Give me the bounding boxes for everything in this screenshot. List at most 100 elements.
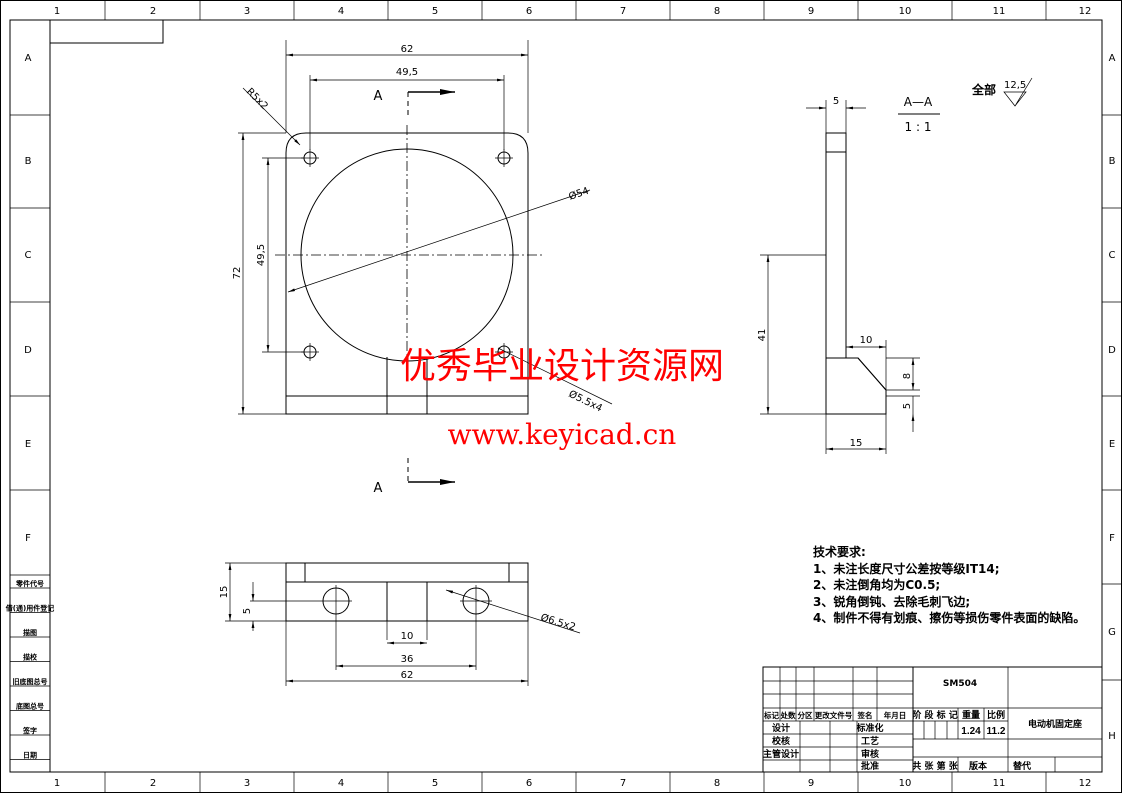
title-block-header: 分区 bbox=[798, 710, 813, 720]
row-label-right: G bbox=[1108, 627, 1116, 638]
dim-width: 62 bbox=[401, 44, 414, 55]
dim-bottom-height: 15 bbox=[219, 586, 230, 599]
left-strip-label: 零件代号 bbox=[15, 579, 44, 588]
column-label-bottom: 3 bbox=[244, 778, 250, 789]
row-label-left: C bbox=[25, 250, 32, 261]
dim-step: 10 bbox=[860, 335, 873, 346]
row-label-left: F bbox=[25, 533, 31, 544]
dim-hole-spacing: 36 bbox=[401, 654, 414, 665]
title-block-header: 标记 bbox=[763, 710, 779, 720]
role-design: 设计 bbox=[772, 722, 790, 734]
column-label-bottom: 1 bbox=[54, 778, 60, 789]
requirement-item: 2、未注倒角均为C0.5; bbox=[813, 577, 940, 592]
requirement-item: 3、锐角倒钝、去除毛刺飞边; bbox=[813, 594, 970, 609]
dim-corner-radius: R5x2 bbox=[244, 86, 270, 112]
dim-hole-spacing-x: 49,5 bbox=[396, 67, 418, 78]
dim-bottom-hole: Ø6.5x2 bbox=[539, 611, 577, 633]
dim-hole-spacing-y: 49,5 bbox=[256, 244, 267, 266]
section-view: 5 A—A 1 : 1 41 10 8 5 15 bbox=[757, 95, 940, 454]
column-label-top: 9 bbox=[808, 6, 814, 17]
sheets: 共 张 第 张 bbox=[912, 760, 958, 772]
roughness-value: 12,5 bbox=[1004, 80, 1026, 91]
dim-slot: 10 bbox=[401, 631, 414, 642]
dim-section-height: 41 bbox=[757, 329, 768, 342]
role-check: 校核 bbox=[772, 735, 790, 747]
column-label-top: 10 bbox=[899, 6, 912, 17]
role-approve: 批准 bbox=[861, 760, 879, 772]
title-block-header: 处数 bbox=[780, 710, 796, 720]
watermark-title: 优秀毕业设计资源网 bbox=[400, 346, 724, 387]
left-strip-label: 描图 bbox=[23, 628, 37, 637]
column-label-bottom: 9 bbox=[808, 778, 814, 789]
role-chief: 主管设计 bbox=[763, 748, 799, 760]
row-label-right: F bbox=[1109, 533, 1115, 544]
watermark-url: www.keyicad.cn bbox=[448, 418, 677, 451]
requirement-item: 4、制件不得有划痕、擦伤等损伤零件表面的缺陷。 bbox=[813, 610, 1085, 625]
title-block-header: 更改文件号 bbox=[815, 710, 853, 720]
technical-requirements: 技术要求: 1、未注长度尺寸公差按等级IT14; 2、未注倒角均为C0.5; 3… bbox=[813, 544, 1085, 625]
scale-value: 11.2 bbox=[987, 726, 1006, 737]
column-label-top: 6 bbox=[526, 6, 532, 17]
row-label-left: E bbox=[25, 439, 31, 450]
dim-base-width: 15 bbox=[850, 438, 863, 449]
column-label-top: 2 bbox=[150, 6, 156, 17]
column-label-bottom: 11 bbox=[993, 778, 1006, 789]
version-label: 版本 bbox=[968, 760, 988, 772]
column-label-top: 3 bbox=[244, 6, 250, 17]
column-label-bottom: 6 bbox=[526, 778, 532, 789]
column-label-top: 11 bbox=[993, 6, 1006, 17]
dim-height: 72 bbox=[232, 267, 243, 280]
left-strip-label: 借(通)用件登记 bbox=[5, 604, 54, 613]
stage-label: 阶 段 标 记 bbox=[912, 709, 957, 721]
column-label-bottom: 12 bbox=[1079, 778, 1092, 789]
left-strip-label: 签字 bbox=[22, 726, 37, 735]
left-strip-label: 底图总号 bbox=[16, 702, 44, 711]
dim-bottom-width: 62 bbox=[401, 670, 414, 681]
scale-label: 比例 bbox=[987, 709, 1005, 721]
title-block-header: 年月日 bbox=[884, 710, 907, 720]
section-title: A—A bbox=[904, 95, 933, 109]
row-label-right: H bbox=[1108, 731, 1116, 742]
column-label-bottom: 2 bbox=[150, 778, 156, 789]
dim-hole-offset: 5 bbox=[242, 608, 253, 614]
mounting-holes bbox=[301, 149, 513, 361]
part-name: 电动机固定座 bbox=[1028, 718, 1082, 730]
replace-label: 替代 bbox=[1013, 760, 1031, 772]
dim-base-height: 5 bbox=[902, 403, 913, 409]
role-standard: 标准化 bbox=[855, 722, 883, 734]
column-label-top: 12 bbox=[1079, 6, 1092, 17]
column-label-bottom: 4 bbox=[338, 778, 344, 789]
front-view: 62 49,5 A 72 49,5 Ø54 R5x2 Ø5.5x4 A bbox=[232, 40, 613, 496]
weight-label: 重量 bbox=[962, 709, 980, 721]
requirement-item: 1、未注长度尺寸公差按等级IT14; bbox=[813, 561, 1000, 576]
row-label-right: B bbox=[1109, 156, 1116, 167]
weight-value: 1.24 bbox=[961, 726, 981, 737]
row-label-right: A bbox=[1109, 53, 1116, 64]
bottom-view: 15 5 10 36 62 Ø6.5x2 bbox=[219, 562, 581, 686]
roughness-label: 全部 bbox=[971, 82, 996, 97]
dim-bore: Ø54 bbox=[567, 185, 590, 203]
row-label-right: E bbox=[1109, 439, 1115, 450]
column-label-top: 5 bbox=[432, 6, 438, 17]
column-label-top: 8 bbox=[714, 6, 720, 17]
title-block: SM504 电动机固定座 标记处数分区更改文件号签名年月日 设计 校核 主管设计… bbox=[762, 666, 1103, 773]
section-mark-bottom: A bbox=[374, 481, 383, 496]
role-process: 工艺 bbox=[861, 735, 879, 747]
requirements-title: 技术要求: bbox=[813, 544, 866, 559]
row-label-left: D bbox=[24, 345, 32, 356]
dim-hole-front: Ø5.5x4 bbox=[567, 388, 605, 415]
row-label-left: B bbox=[25, 156, 32, 167]
left-strip-label: 旧底图总号 bbox=[13, 677, 48, 686]
dim-chamfer-height: 8 bbox=[902, 373, 913, 379]
left-strip-label: 日期 bbox=[23, 751, 37, 760]
column-label-top: 1 bbox=[54, 6, 60, 17]
row-label-left: A bbox=[25, 53, 32, 64]
column-label-bottom: 5 bbox=[432, 778, 438, 789]
column-label-bottom: 10 bbox=[899, 778, 912, 789]
row-label-right: C bbox=[1109, 250, 1116, 261]
